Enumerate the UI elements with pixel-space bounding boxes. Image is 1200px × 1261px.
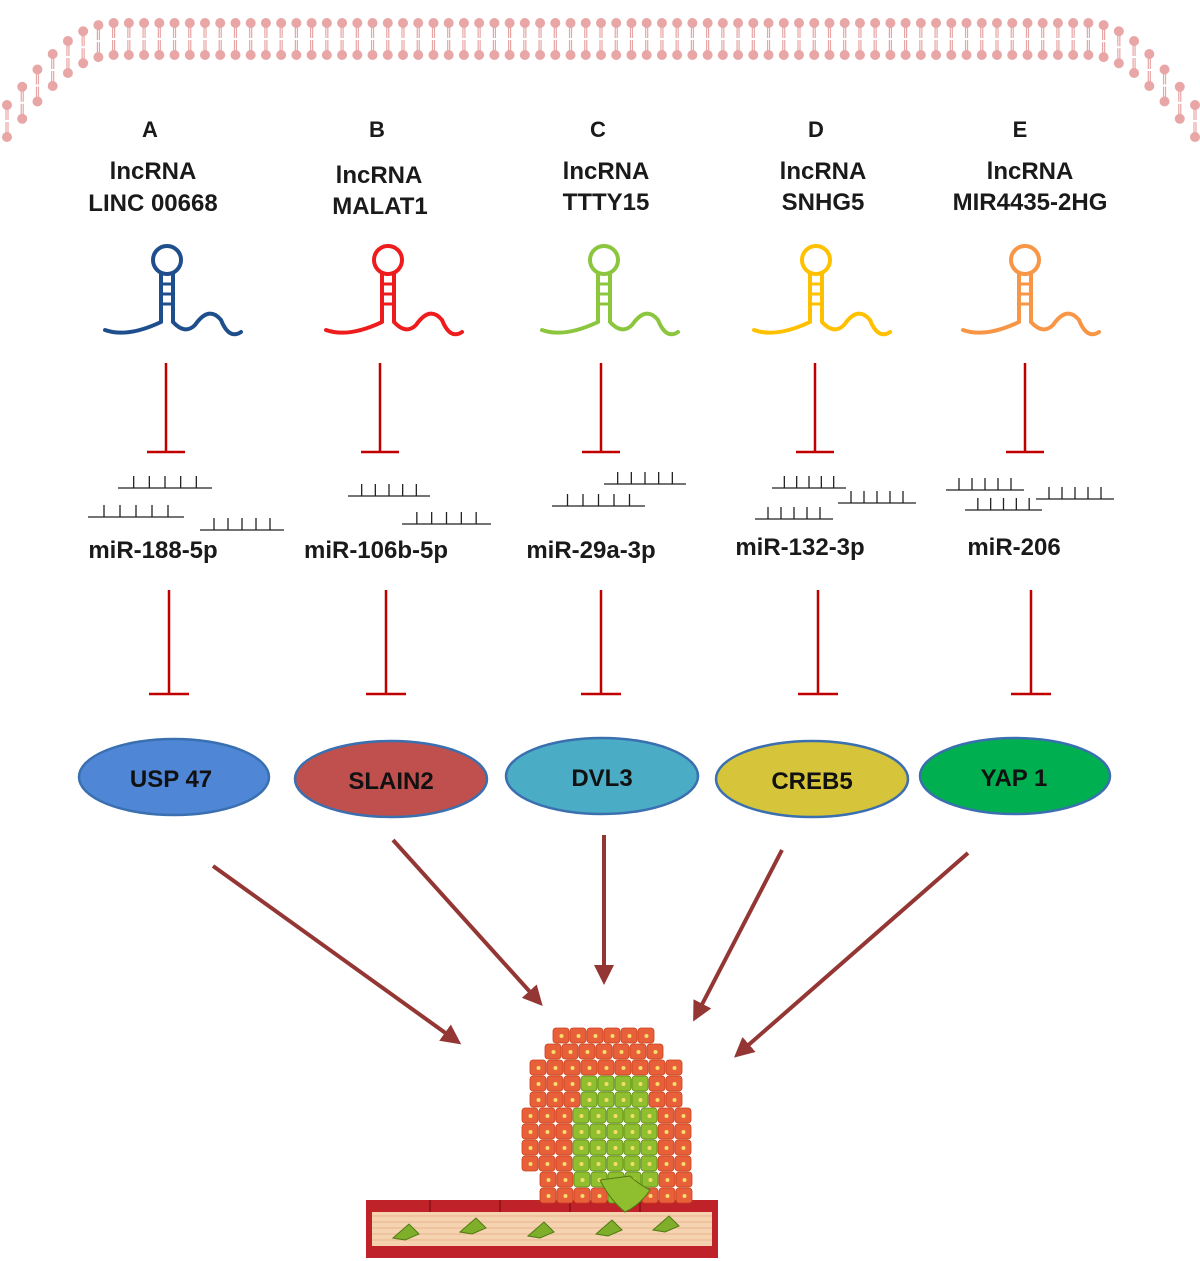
inhibition-lncrna-mirna-c bbox=[582, 363, 620, 454]
lncrna-name-c: TTTY15 bbox=[562, 189, 650, 216]
mirna-duplex-icon-a bbox=[88, 476, 284, 531]
protein-ellipse-a bbox=[77, 737, 271, 817]
inhibition-mirna-protein-e bbox=[1011, 590, 1051, 696]
lncrna-name-a: LINC 00668 bbox=[88, 190, 218, 217]
panel-letter-b: B bbox=[369, 117, 385, 142]
inhibition-mirna-protein-c bbox=[581, 590, 621, 696]
arrow-to-tumor-b bbox=[391, 838, 543, 1006]
panel-letter-d: D bbox=[808, 117, 824, 142]
inhibition-lncrna-mirna-b bbox=[361, 363, 399, 454]
inhibition-mirna-protein-b bbox=[366, 590, 406, 696]
mirna-label-a: miR-188-5p bbox=[88, 537, 218, 564]
inhibition-lncrna-mirna-e bbox=[1006, 363, 1044, 454]
mirna-label-d: miR-132-3p bbox=[735, 534, 865, 561]
inhibition-lncrna-mirna-a bbox=[147, 363, 185, 454]
lncrna-stemloop-icon-c bbox=[540, 244, 680, 337]
panel-letter-a: A bbox=[142, 117, 158, 142]
inhibition-lncrna-mirna-d bbox=[796, 363, 834, 454]
protein-label-b: SLAIN2 bbox=[348, 768, 434, 795]
inhibition-mirna-protein-d bbox=[798, 590, 838, 696]
lncrna-stemloop-icon-e bbox=[961, 244, 1101, 337]
lncrna-type-b: lncRNA bbox=[335, 162, 423, 189]
arrow-to-tumor-a bbox=[211, 864, 462, 1045]
lncrna-type-d: lncRNA bbox=[779, 158, 867, 185]
arrow-to-tumor-d bbox=[693, 849, 784, 1022]
lncrna-type-a: lncRNA bbox=[109, 158, 197, 185]
mirna-label-c: miR-29a-3p bbox=[526, 537, 656, 564]
protein-ellipse-b bbox=[293, 739, 489, 819]
protein-label-c: DVL3 bbox=[571, 765, 633, 792]
lncrna-name-b: MALAT1 bbox=[332, 193, 428, 220]
mirna-duplex-icon-c bbox=[552, 472, 686, 507]
protein-ellipse-c bbox=[504, 736, 700, 816]
cell-membrane-bilayer bbox=[2, 18, 1200, 142]
mirna-duplex-icon-d bbox=[755, 476, 916, 520]
protein-label-e: YAP 1 bbox=[980, 765, 1048, 792]
protein-ellipse-e bbox=[918, 736, 1112, 816]
mirna-duplex-icon-e bbox=[946, 478, 1114, 511]
arrow-to-tumor-e bbox=[733, 851, 970, 1058]
lncrna-name-d: SNHG5 bbox=[781, 189, 865, 216]
lncrna-type-c: lncRNA bbox=[562, 158, 650, 185]
lncrna-type-e: lncRNA bbox=[986, 158, 1074, 185]
protein-ellipse-d bbox=[714, 739, 910, 819]
mirna-duplex-icon-b bbox=[348, 484, 491, 525]
lncrna-stemloop-icon-a bbox=[103, 244, 243, 337]
mirna-label-e: miR-206 bbox=[967, 534, 1061, 561]
inhibition-mirna-protein-a bbox=[149, 590, 189, 696]
panel-letter-e: E bbox=[1012, 117, 1028, 142]
panel-letter-c: C bbox=[590, 117, 606, 142]
lncrna-stemloop-icon-d bbox=[752, 244, 892, 337]
mirna-label-b: miR-106b-5p bbox=[303, 537, 449, 564]
protein-label-a: USP 47 bbox=[129, 766, 213, 793]
lncrna-stemloop-icon-b bbox=[324, 244, 464, 337]
protein-label-d: CREB5 bbox=[771, 768, 853, 795]
lncrna-name-e: MIR4435-2HG bbox=[952, 189, 1108, 216]
tumor-invasion-icon bbox=[366, 1027, 718, 1258]
